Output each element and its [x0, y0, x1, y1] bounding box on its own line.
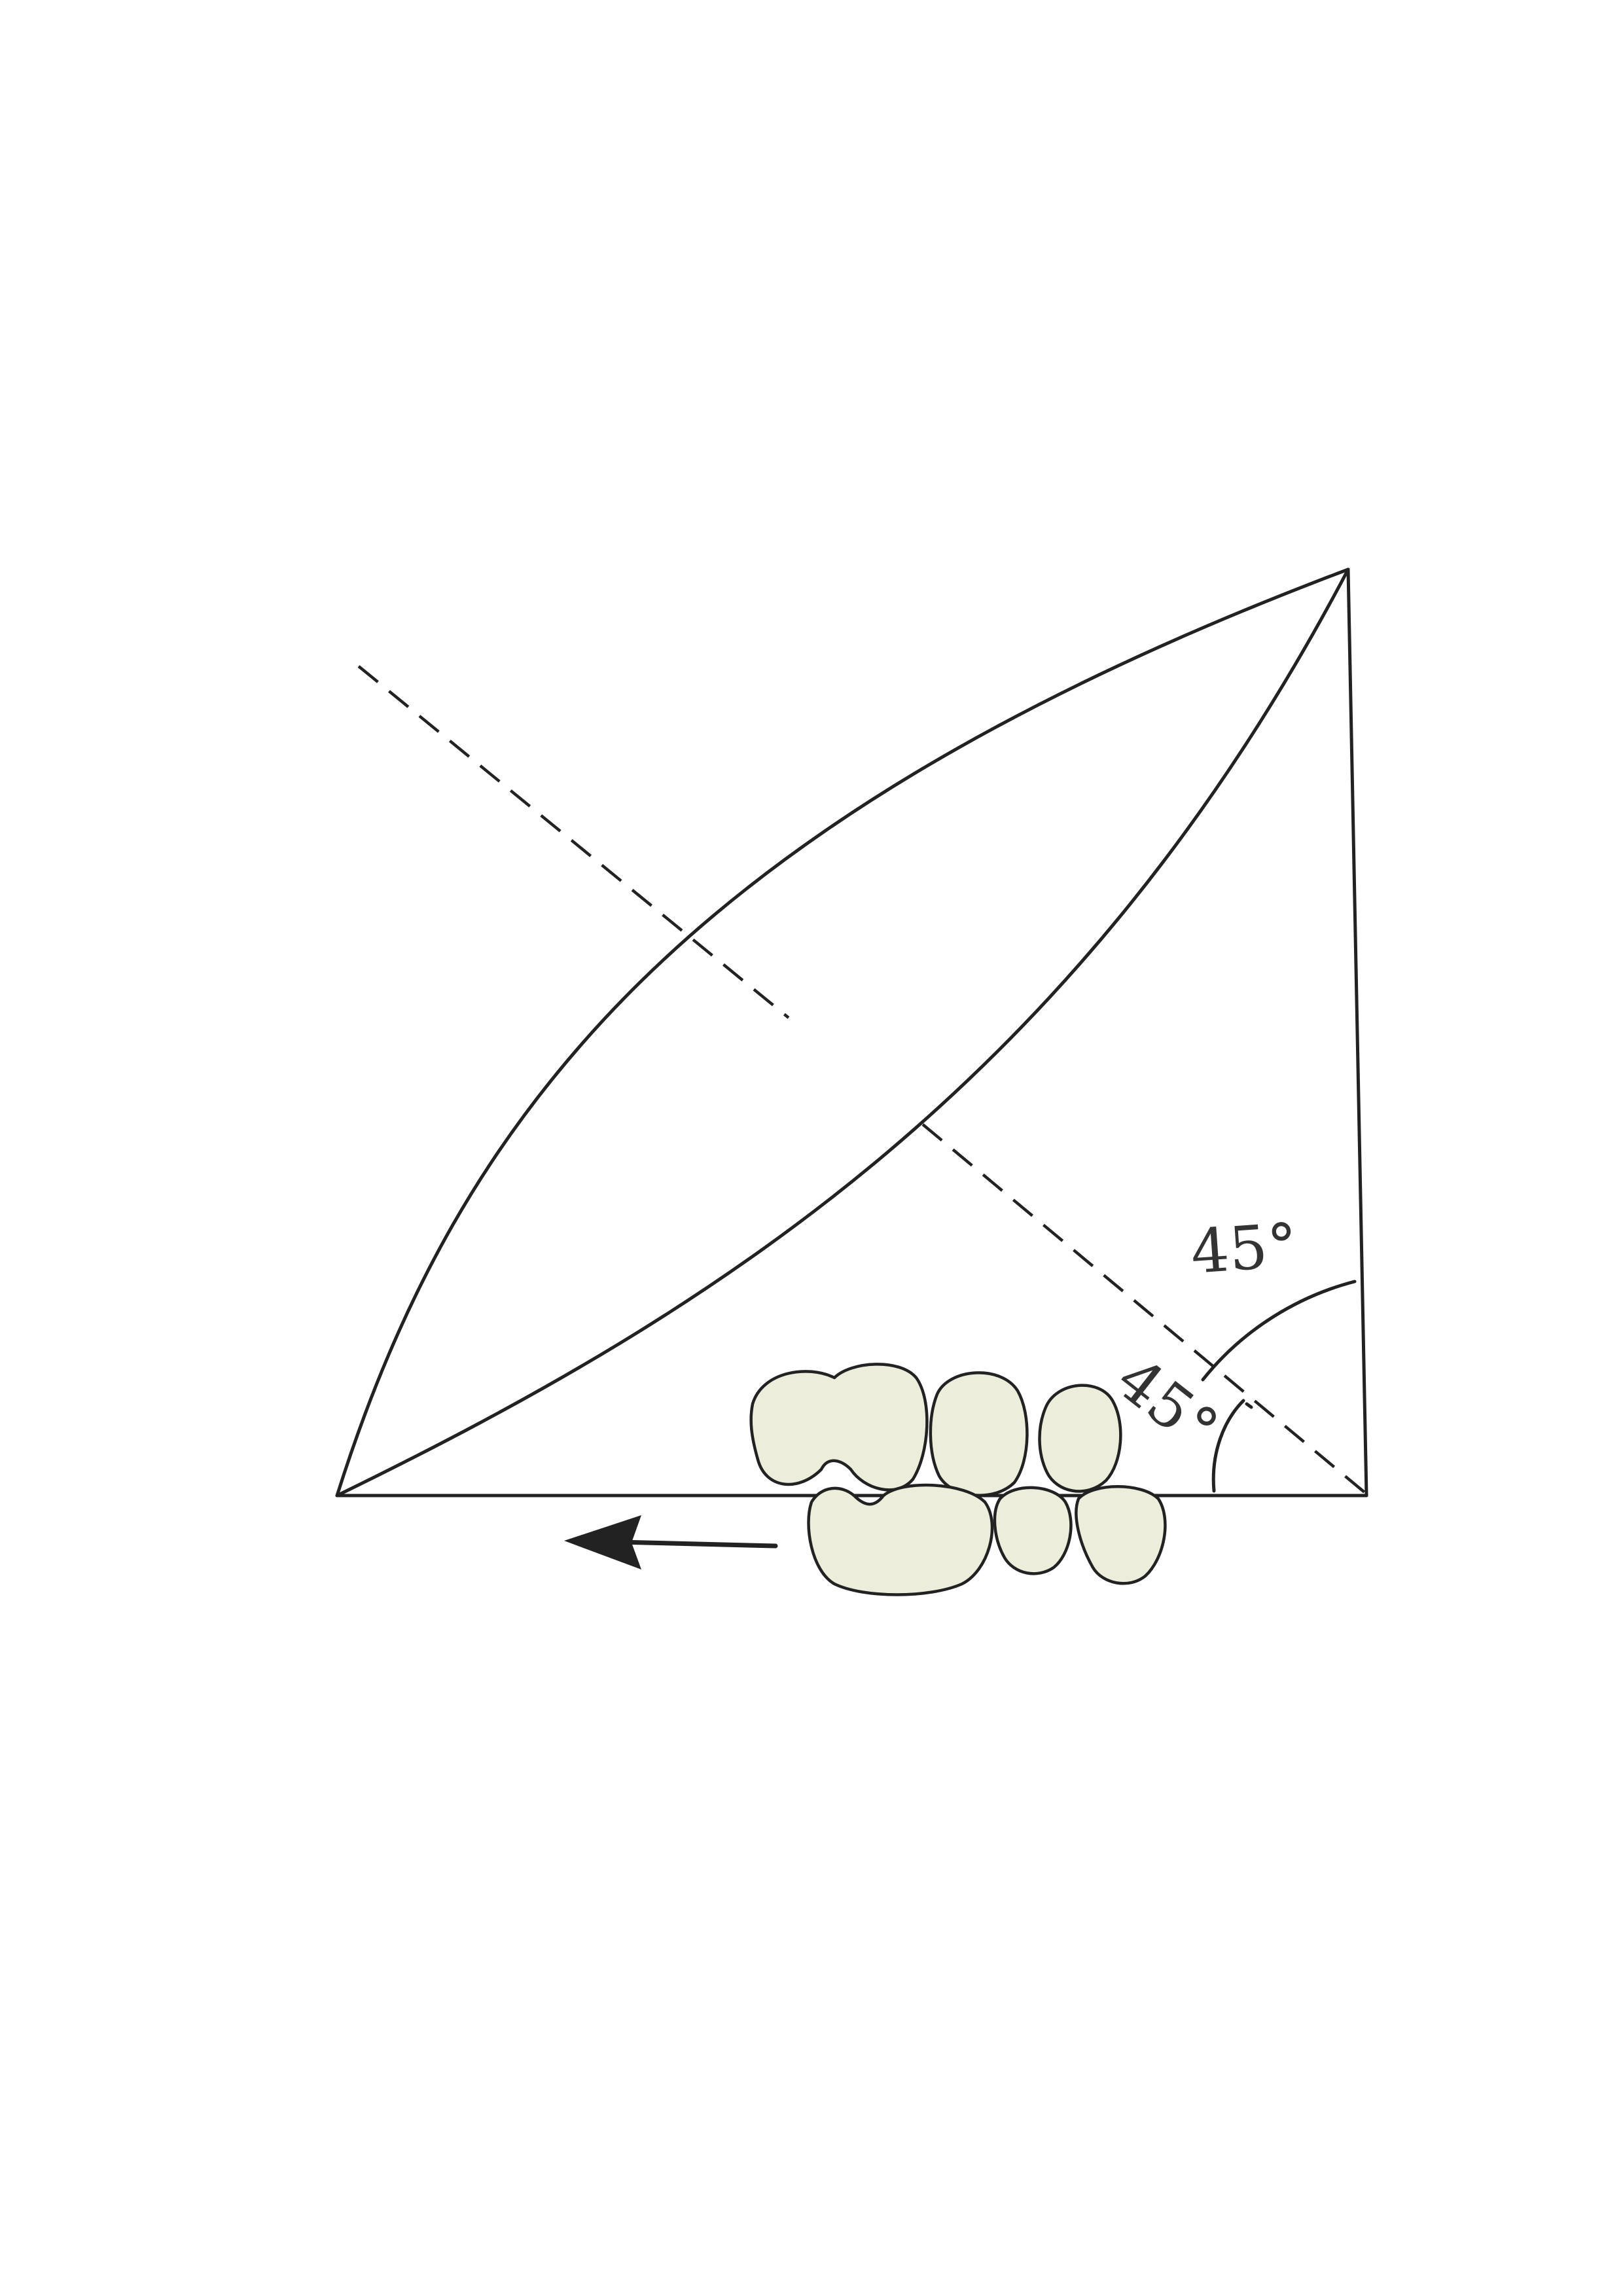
lower-premolar-1: [993, 1486, 1073, 1575]
lower-dashed-line: [921, 1123, 1366, 1494]
inner-arc: [335, 567, 1350, 1498]
right-edge: [1346, 567, 1368, 1498]
upper-angle-label: 45°: [1188, 1210, 1300, 1287]
lower-angle-label: 45°: [1103, 1344, 1230, 1465]
angle-tick: [1245, 1402, 1253, 1409]
lower-molar: [807, 1483, 994, 1596]
arrow-left-icon: [564, 1515, 778, 1570]
teeth-illustration: [749, 1363, 1167, 1596]
upper-molar: [749, 1363, 929, 1492]
lower-premolar-2: [1075, 1485, 1167, 1585]
outer-arc: [335, 567, 1350, 1498]
upper-angle-arc: [1201, 1280, 1357, 1382]
upper-dashed-line: [357, 665, 790, 1019]
lower-angle-arc: [1211, 1399, 1245, 1493]
upper-premolar-2: [1038, 1384, 1122, 1493]
upper-premolar-1: [929, 1371, 1029, 1497]
